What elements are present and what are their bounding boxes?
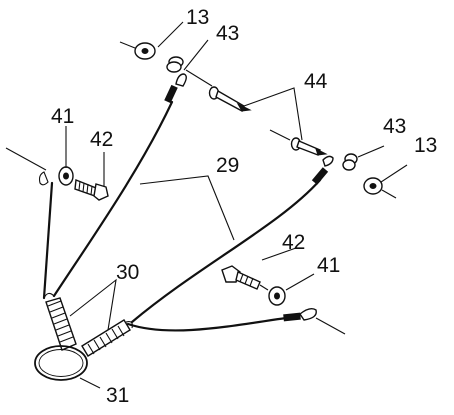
callout-ring: 31 xyxy=(106,384,129,407)
callout-bolt-left: 42 xyxy=(90,128,113,151)
cable-right xyxy=(130,155,334,324)
leader-lines xyxy=(65,21,408,389)
ring xyxy=(34,345,88,381)
callout-cables: 29 xyxy=(216,154,239,177)
bolt-left xyxy=(74,179,109,201)
spring-washer-right xyxy=(342,153,358,171)
callout-washer-right-lower: 41 xyxy=(317,254,340,277)
spring-washer-top xyxy=(166,56,213,87)
cable-top xyxy=(52,73,187,298)
callout-pins: 44 xyxy=(304,70,328,93)
callout-springs: 30 xyxy=(116,261,139,284)
callout-washer-right: 13 xyxy=(414,134,437,157)
pin-top xyxy=(208,86,252,112)
spring-left xyxy=(43,292,77,351)
washer-right xyxy=(363,177,397,199)
callout-spring-washer-right: 43 xyxy=(383,115,406,138)
spring-right xyxy=(81,319,133,357)
callout-spring-washer-top: 43 xyxy=(216,22,239,45)
washer-left xyxy=(5,147,74,186)
callout-bolt-right: 42 xyxy=(282,231,305,254)
pin-right xyxy=(269,129,328,156)
bolt-right xyxy=(221,265,269,291)
callout-washer-top: 13 xyxy=(186,6,209,29)
cable-lower xyxy=(126,307,346,335)
washer-top xyxy=(119,41,156,60)
callout-washer-left: 41 xyxy=(51,105,74,128)
washer-right-lower xyxy=(268,286,286,306)
cable-left xyxy=(38,171,54,300)
